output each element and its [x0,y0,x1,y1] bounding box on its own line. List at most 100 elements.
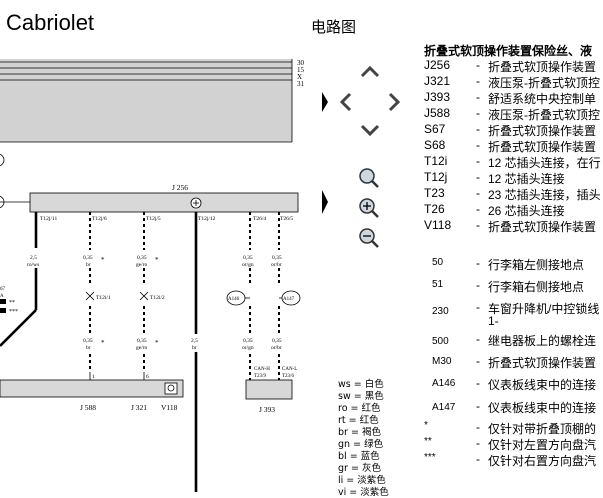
wire-color-5: or/gn [242,262,254,268]
wire-lower-size-6: 0,35 [272,338,282,344]
left-fragment-block-1 [0,299,6,304]
legend-item: J256-折叠式软顶操作装置 [424,58,597,74]
legend-item: T26-26 芯插头连接 [424,202,565,218]
pin-j588-label: 1 [92,374,95,380]
color-code-row: bl = 蓝色 [338,451,380,462]
zoom-fit-button[interactable] [359,168,379,188]
legend-heading: 折叠式软顶操作装置保险丝、液 [424,44,593,58]
bus-label-30: 30 [297,59,305,67]
wire-color-2: br [86,262,91,268]
splice-a146-label: A146 [228,297,240,302]
bus-background [0,59,292,87]
relay-panel [0,85,292,142]
wire-ro-ws-diag [0,309,37,347]
color-code-row: ws = 白色 [338,379,384,390]
legend-item: *-仅针对带折叠顶棚的 [424,420,597,436]
v118-label: V118 [161,403,178,412]
legend-item: J393-舒适系统中央控制单 [424,90,597,106]
legend-item: S67-折叠式软顶操作装置 [424,122,597,138]
connector-t12i-1 [85,291,95,301]
wire-size-6: 0,35 [272,255,282,261]
wire-color-1: ro/ws [27,262,39,268]
j588-label: J 588 [80,403,96,412]
page-title: Cabriolet [6,10,95,35]
pan-left-button[interactable] [339,92,352,112]
wire-color-6: or/br [271,262,282,268]
wire-lower-size-5: 0,35 [243,338,253,344]
left-fragment-a: A [0,294,4,299]
j256-label: J 256 [172,183,188,192]
bus-label-15: 15 [297,66,305,74]
legend-panel: 折叠式软顶操作装置保险丝、液 J256-折叠式软顶操作装置 J321-液压泵-折… [424,42,603,492]
color-code-row: gr = 灰色 [338,463,381,474]
wire-lower-size-3: 0,35 [137,338,147,344]
legend-item: A147-仪表板线束中的连接 [432,399,597,415]
star-mark-3: * [101,339,105,347]
motor-symbol [167,384,175,392]
j393-module[interactable] [245,379,293,400]
legend-item: 50-行李箱左侧接地点 [432,256,585,272]
zoom-in-button[interactable] [359,198,379,218]
legend-item: 230-车窗升降机/中控锁线 1- [432,300,600,328]
wire-size-5: 0,35 [243,255,253,261]
wire-lower-size-2: 0,35 [83,338,93,344]
connector-t12i-2 [139,291,149,301]
color-code-row: rt = 红色 [338,415,379,426]
j588-j321-module[interactable] [0,379,184,398]
bus-label-x: X [297,73,302,81]
legend-item: T12i-12 芯插头连接，在行 [424,154,601,170]
left-fragment-circle-1 [0,153,5,167]
splice-a147-label: A147 [283,297,295,302]
left-fragment-67: 67 [0,287,6,292]
legend-item: **-仅针对左置方向盘汽 [424,436,597,452]
bus-label-31: 31 [297,80,305,88]
left-fragment-block-2 [0,308,6,313]
pan-up-button[interactable] [360,65,380,78]
left-fragment-stars-2: ** [9,300,15,306]
legend-item: J321-液压泵-折叠式软顶控 [424,74,600,90]
wire-size-2: 0,35 [83,255,93,261]
legend-item: T23-23 芯插头连接，插头 [424,186,601,202]
connector-t12i-1-label: T12i/1 [96,295,111,301]
pin-j321-label: 6 [146,374,149,380]
wire-lower-color-3: ge/ro [136,345,148,351]
color-code-row: gn = 绿色 [338,439,384,450]
connector-t26-4: T26/4 [253,216,266,222]
thin-wire-group [89,212,280,380]
j256-module[interactable] [29,192,299,213]
diagram-label: 电路图 [311,18,357,36]
can-l-pin: T23/6 [282,374,294,379]
left-fragment-stars-3: *** [9,309,18,315]
color-code-row: li = 淡紫色 [338,475,386,486]
star-mark-2: * [155,256,159,264]
connector-t12j-6: T12j/6 [92,216,107,222]
j393-label: J 393 [259,405,275,414]
legend-item: 51-行李箱右侧接地点 [432,278,585,294]
wire-color-3: ge/ro [136,262,148,268]
page-next-arrow[interactable] [322,92,328,112]
connector-t12j-11: T12j/11 [40,216,57,222]
wire-lower-color-6: or/br [271,345,282,351]
circuit-diagram: 30 15 X 31 J 256 T12j/11 T12j/6 T12j/5 T… [0,59,305,492]
navigation-controls [322,65,401,248]
wire-size-1: 2,5 [30,255,37,261]
can-h-label: CAN-H [254,367,270,372]
wire-size-3: 0,35 [137,255,147,261]
wire-lower-color-4: br [192,345,197,351]
color-code-row: ro = 红色 [338,403,381,414]
legend-item: 500-继电器板上的螺栓连 [432,332,597,348]
legend-item: ***-仅针对右置方向盘汽 [424,452,597,468]
can-l-label: CAN-L [282,367,297,372]
color-code-row: br = 褐色 [338,427,381,438]
pan-down-button[interactable] [360,124,380,137]
connector-t12j-12: T12j/12 [198,216,216,222]
connector-t12j-5: T12j/5 [146,216,161,222]
legend-item: V118-折叠式软顶操作装置 [424,218,597,234]
legend-item: T12j-12 芯插头连接 [424,170,565,186]
wire-lower-color-5: or/gn [242,345,254,351]
zoom-out-button[interactable] [359,228,379,248]
page-next-arrow-2[interactable] [322,190,328,214]
wire-lower-size-4: 2,5 [191,338,198,344]
pan-right-button[interactable] [388,92,401,112]
v118-motor[interactable] [164,382,178,395]
